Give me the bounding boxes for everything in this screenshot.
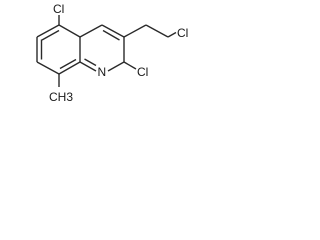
- atom-label-methyl: CH3: [49, 90, 73, 104]
- bond-c2-cl: [123, 61, 137, 70]
- bond-c5-c6-double: [41, 29, 60, 41]
- bond-c7-c8: [36, 61, 60, 75]
- bond-c4-c3: [101, 24, 125, 38]
- benzene-ring: [36, 24, 81, 75]
- bond-ch2-ch2: [145, 24, 169, 38]
- bond-c4a-c4: [79, 24, 103, 38]
- bond-c4a-c5: [58, 24, 81, 38]
- bond-n1-c8a: [79, 61, 97, 72]
- atom-label-cl-c5: Cl: [53, 2, 64, 16]
- substituent-bonds: [58, 15, 177, 87]
- bond-c5-c6: [36, 24, 60, 38]
- atom-label-cl-c2: Cl: [137, 65, 148, 79]
- bond-c4-c3-double: [102, 29, 120, 41]
- atom-label-cl-chain: Cl: [177, 26, 188, 40]
- bond-c2-n1: [107, 61, 125, 72]
- bond-c3-ch2: [123, 24, 147, 38]
- bond-c8-c8a-double: [59, 58, 77, 70]
- atom-label-nitrogen: N: [98, 65, 107, 79]
- molecule-structure-diagram: Cl N Cl CH3 Cl: [36, 2, 188, 104]
- bond-ch2-cl: [167, 31, 177, 38]
- pyridine-ring: [79, 24, 125, 72]
- bond-n1-c8a-double: [84, 58, 97, 67]
- bond-c8-c8a: [58, 61, 81, 75]
